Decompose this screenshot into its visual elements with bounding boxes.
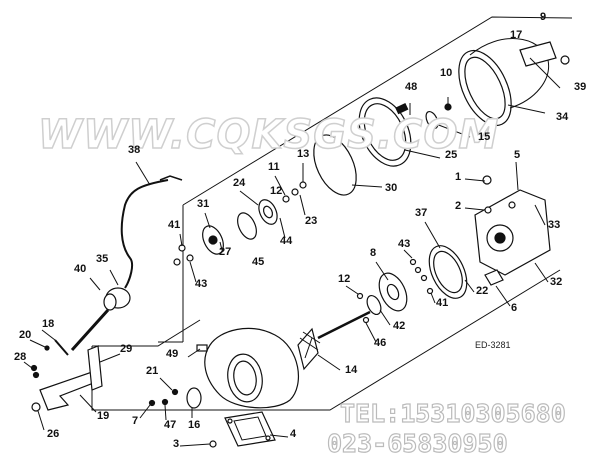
callout-25: 25: [445, 149, 457, 161]
callout-26: 26: [47, 428, 59, 440]
callout-22: 22: [476, 285, 488, 297]
callout-46: 46: [374, 337, 386, 349]
wastegate-actuator: [70, 161, 183, 352]
thrust-bearing: [173, 212, 224, 283]
callout-35: 35: [96, 253, 108, 265]
callout-42: 42: [393, 320, 405, 332]
callout-16: 16: [188, 419, 200, 431]
turbine-wheel-shaft: [297, 310, 371, 371]
callout-17: 17: [510, 29, 522, 41]
callout-23: 23: [305, 215, 317, 227]
callout-14: 14: [345, 364, 358, 376]
turbine-housing: [187, 327, 299, 409]
callout-39: 39: [574, 81, 586, 93]
callout-38: 38: [128, 144, 140, 156]
callout-34: 34: [556, 111, 569, 123]
callout-12: 12: [270, 185, 282, 197]
callout-1: 1: [455, 171, 461, 183]
callout-41: 41: [436, 297, 448, 309]
callout-32: 32: [550, 276, 562, 288]
callout-10: 10: [440, 67, 452, 79]
callout-48: 48: [405, 81, 417, 93]
turbine-clamp: [403, 221, 475, 304]
thrust-parts: [237, 163, 307, 240]
callout-29: 29: [120, 343, 132, 355]
callout-41: 41: [168, 219, 180, 231]
callout-47: 47: [164, 419, 176, 431]
callout-6: 6: [511, 302, 517, 314]
callout-37: 37: [415, 207, 427, 219]
callout-19: 19: [97, 410, 109, 422]
callout-33: 33: [548, 219, 560, 231]
watermark-text: WWW.CQKSGS.COM: [38, 112, 499, 158]
compressor-cover: [458, 38, 570, 127]
phone-line-1: TEL:15310305680: [340, 399, 566, 428]
callout-45: 45: [252, 256, 264, 268]
callout-40: 40: [74, 263, 86, 275]
callout-7: 7: [132, 415, 138, 427]
callout-13: 13: [297, 148, 309, 160]
seal-plate: [345, 261, 408, 343]
v-band-clamp: [358, 97, 441, 167]
callout-24: 24: [233, 177, 246, 189]
callout-11: 11: [268, 161, 280, 173]
callout-4: 4: [290, 428, 297, 440]
callout-28: 28: [14, 351, 26, 363]
seal-ring: [313, 134, 383, 196]
callout-12: 12: [338, 273, 350, 285]
callout-44: 44: [280, 235, 293, 247]
callout-15: 15: [478, 131, 490, 143]
callout-31: 31: [197, 198, 209, 210]
callout-2: 2: [455, 200, 461, 212]
callout-5: 5: [514, 149, 520, 161]
callout-27: 27: [219, 246, 231, 258]
callout-30: 30: [385, 182, 397, 194]
callout-9: 9: [540, 11, 546, 23]
bearing-housing: [464, 161, 551, 307]
callout-18: 18: [42, 318, 54, 330]
small-washers: [425, 97, 471, 138]
drawing-stamp: ED-3281: [475, 340, 511, 350]
callout-8: 8: [370, 247, 376, 259]
callout-3: 3: [173, 438, 179, 450]
phone-line-2: 023-65830950: [327, 429, 508, 458]
callout-43: 43: [195, 278, 207, 290]
callout-21: 21: [146, 365, 158, 377]
turbine-gasket: [139, 377, 289, 448]
callout-20: 20: [19, 329, 31, 341]
callout-49: 49: [166, 348, 178, 360]
callout-43: 43: [398, 238, 410, 250]
actuator-bracket: [23, 329, 121, 431]
